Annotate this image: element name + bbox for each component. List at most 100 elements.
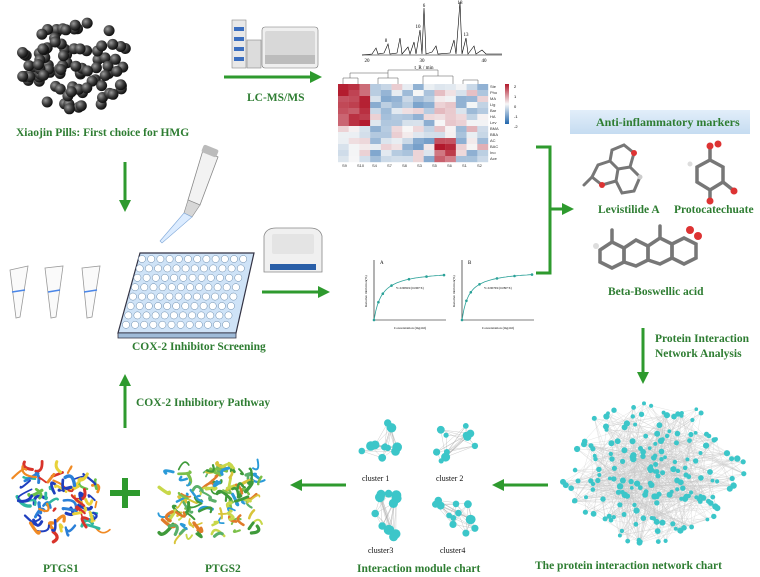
pipette: [159, 144, 219, 244]
heatmap-row-label: MA: [490, 96, 496, 101]
axis-label: Relative inhibition(%): [452, 274, 456, 306]
data-point: [390, 284, 393, 287]
module-chart-label: Interaction module chart: [357, 563, 481, 575]
heatmap-row-label: BMA: [490, 126, 499, 131]
scale-tick: 2: [514, 84, 517, 89]
ptgs1-structure: [11, 460, 111, 544]
up-arrow-pathway: [119, 374, 131, 428]
data-point: [465, 299, 468, 303]
heatmap-row-label: AC: [490, 138, 496, 143]
panel-label: A: [380, 261, 384, 266]
ppi-chart-label: The protein interaction network chart: [535, 560, 722, 572]
heatmap-col-label: S9: [342, 163, 347, 168]
lcms-arrow: [224, 71, 322, 83]
scale-tick: 0: [514, 104, 517, 109]
heatmap-row-label: Pho: [490, 90, 498, 95]
data-point: [407, 277, 411, 281]
markers-title-box: [570, 110, 750, 134]
heatmap-row-label: Lev: [490, 120, 497, 125]
markers-title: Anti-inflammatory markers: [596, 115, 740, 129]
boswellic-molecule: [593, 224, 702, 270]
cluster-2-label: cluster 2: [436, 474, 464, 483]
pathway-label: COX-2 Inhibitory Pathway: [136, 397, 271, 409]
heatmap: [338, 84, 489, 163]
peak-label: 10: [416, 25, 422, 30]
pills-label: Xiaojin Pills: First choice for HMG: [16, 127, 190, 139]
markers-bracket: [536, 145, 574, 275]
heatmap-col-label: S5: [432, 163, 437, 168]
heatmap-row-label: BBA: [490, 132, 499, 137]
ppi-network: [560, 401, 747, 546]
tubes: [9, 265, 101, 319]
heatmap-row-label: Bar: [490, 108, 497, 113]
interaction-modules: [358, 419, 479, 542]
axis-label: t_R / min: [415, 66, 434, 71]
heatmap-row-label: BAC: [490, 144, 499, 149]
heatmap-col-label: S2: [477, 163, 482, 168]
heatmap-col-label: S8: [402, 163, 407, 168]
heatmap-col-label: S4: [372, 163, 377, 168]
data-point: [495, 277, 499, 280]
data-point: [469, 291, 473, 294]
data-point: [442, 273, 446, 277]
scale-tick: -2: [514, 124, 518, 129]
boswellic-label: Beta-Boswellic acid: [608, 286, 704, 298]
left-arrow-modules: [492, 479, 548, 491]
heatmap-col-label: S1: [462, 163, 467, 168]
heatmap-col-label: S7: [387, 163, 392, 168]
peak-label: 13: [464, 33, 470, 38]
equation: Y=0.9082X/(0.090+X): [396, 286, 424, 290]
protocatechuate-molecule: [687, 140, 738, 205]
plus-icon: [110, 478, 140, 508]
reader-arrow: [262, 286, 330, 298]
heatmap-row-label: Ace: [490, 156, 497, 161]
heatmap-colorbar: [505, 84, 509, 124]
down-arrow-right: [637, 328, 649, 384]
data-point: [425, 275, 428, 278]
equation: Y=0.9076X/(0.080+X): [484, 286, 512, 290]
protocatechuate-label: Protocatechuate: [674, 204, 754, 216]
cluster-1-label: cluster 1: [362, 474, 390, 483]
peak-label: 6: [423, 4, 426, 9]
axis-tick: 40: [482, 59, 488, 64]
heatmap-col-label: S10: [357, 163, 365, 168]
data-point: [513, 274, 516, 278]
data-point: [377, 300, 380, 304]
ptgs1-label: PTGS1: [43, 563, 79, 575]
lcms-instrument: [231, 19, 319, 69]
axis-tick: 20: [365, 59, 371, 64]
scale-tick: -1: [514, 114, 518, 119]
peak-label: 8: [385, 39, 388, 44]
peak-label: 18: [458, 1, 464, 6]
well-plate: [117, 252, 255, 339]
chromatogram: 8 10 6 18 13 20 30 40 t_R / min: [361, 1, 502, 71]
ppi-analysis-label-1: Protein Interaction: [655, 333, 750, 345]
panel-label: B: [468, 261, 472, 266]
levistilide-label: Levistilide A: [598, 204, 660, 216]
heatmap-row-label: HA: [490, 114, 496, 119]
data-point: [460, 318, 464, 322]
cluster-3-label: cluster3: [368, 546, 394, 555]
data-point: [530, 273, 534, 276]
levistilide-molecule: [582, 143, 643, 195]
left-arrow-ptgs: [290, 479, 346, 491]
data-point: [478, 283, 481, 286]
data-point: [381, 292, 385, 295]
colorbar-scale: 2 1 0 -1 -2: [514, 82, 518, 132]
heatmap-row-label: Ino: [490, 150, 496, 155]
plate-reader: [263, 227, 323, 273]
scale-tick: 1: [514, 94, 517, 99]
axis-label: Relative inhibition(%): [364, 274, 368, 306]
lcms-label: LC-MS/MS: [247, 92, 305, 104]
heatmap-row-label: Ste: [490, 84, 497, 89]
axis-label: Concentration (mg/ml): [394, 326, 427, 330]
ptgs2-structure: [157, 458, 266, 545]
inhibition-curve-a: A Y=0.9082X/(0.090+X) Concentration (mg/ml…: [364, 260, 446, 330]
down-arrow-left: [119, 162, 131, 212]
cluster-4-label: cluster4: [440, 546, 466, 555]
pills-image: [17, 17, 131, 115]
ptgs2-label: PTGS2: [205, 563, 241, 575]
data-point: [372, 318, 376, 322]
